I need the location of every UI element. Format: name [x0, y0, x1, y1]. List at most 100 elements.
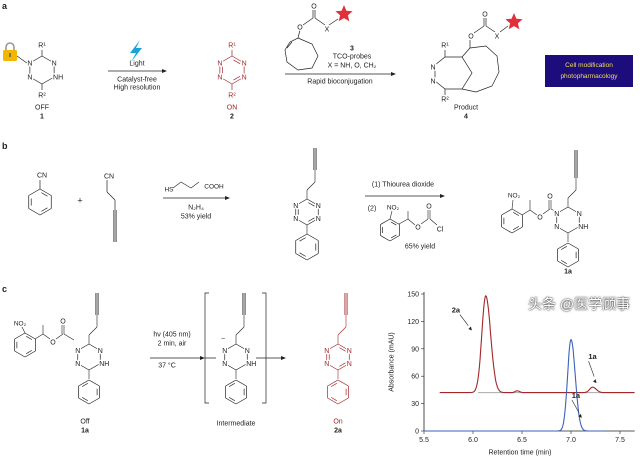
atom-label: N	[293, 216, 298, 223]
tetrazine-bond	[224, 343, 237, 351]
atom-label: O	[297, 24, 303, 31]
nitrophenyl-bond	[511, 226, 523, 234]
chart-series-0-line	[439, 295, 635, 394]
double-bond	[330, 383, 337, 387]
tetrazine-1-bond	[41, 55, 55, 64]
nitrophenyl-bond	[389, 235, 400, 242]
chart-x-tick-label: 5.5	[419, 437, 429, 444]
chart-series-1-line	[424, 338, 606, 432]
double-bond	[228, 397, 235, 401]
atom-label: −	[221, 335, 225, 342]
atom-label: N	[324, 348, 329, 355]
atom-label: O	[426, 203, 432, 210]
bond	[42, 333, 51, 340]
watermark: 头条 @医学顾事	[528, 296, 631, 312]
nitrophenyl-bond	[511, 208, 523, 216]
annotation-arrowhead	[593, 379, 597, 384]
chart-x-tick-label: 6.0	[468, 437, 478, 444]
chart-ylabel: Absorbance (mAU)	[388, 332, 396, 392]
atom-label: NH	[578, 224, 588, 231]
condition-temp: 37 °C	[158, 362, 176, 370]
tetrazine-bond	[326, 343, 339, 351]
tetrazine-bond	[235, 363, 248, 371]
atom-label: N	[242, 60, 247, 67]
panel-label-b: b	[2, 141, 8, 151]
benzene-bond	[28, 188, 41, 196]
atom-label: N	[554, 224, 559, 231]
double-bond	[233, 75, 241, 81]
atom-label: NO₂	[387, 204, 400, 211]
arrow-bioconjugation-head	[391, 72, 396, 76]
double-bond	[560, 246, 567, 250]
lock-icon-keyhole	[9, 53, 11, 57]
arrow-light-head	[162, 69, 167, 73]
double-bond	[390, 221, 397, 226]
application-box: Cell modification photopharmacology	[545, 55, 633, 87]
atom-label: COOH	[204, 183, 224, 190]
plus-sign: +	[77, 195, 83, 206]
reagent3-number: 3	[350, 45, 354, 53]
product-label: Product	[453, 104, 479, 112]
tetrazine-bond	[556, 226, 569, 234]
compound1-state: OFF	[35, 104, 49, 112]
atom-label: CN	[37, 172, 47, 179]
bond	[420, 218, 429, 225]
product-number: 4	[464, 113, 468, 121]
phenyl-bond	[306, 233, 319, 241]
bond	[389, 210, 393, 220]
arrow-step1-head	[225, 196, 230, 200]
chart-y-tick-label: 150	[407, 292, 419, 299]
annotation-label: 1a	[588, 352, 597, 361]
bond	[521, 209, 531, 216]
phenyl-bond	[225, 379, 237, 387]
benzene-bond	[39, 188, 52, 196]
atom-label: R²	[38, 92, 46, 99]
application-line2: photopharmacology	[560, 73, 618, 80]
bond	[429, 218, 438, 226]
nitrophenyl-bond	[501, 208, 513, 216]
tetrazine-bond	[326, 363, 339, 371]
bond	[485, 25, 496, 33]
tetrazine-bond	[295, 198, 308, 206]
nitrophenyl-bond	[24, 350, 36, 358]
bond	[55, 333, 64, 340]
atom-label: N	[52, 60, 57, 67]
phenyl-bond	[295, 253, 308, 261]
atom-label: N	[217, 60, 222, 67]
nitrophenyl-bond	[380, 235, 391, 242]
nitrophenyl-bond	[389, 218, 400, 225]
atom-label: N	[245, 348, 250, 355]
atom-label: Cl	[437, 226, 444, 233]
atom-label: O	[468, 33, 474, 40]
atom-label: N	[577, 211, 582, 218]
tetrazine-bond	[337, 363, 350, 371]
condition-time: 2 min, air	[157, 340, 187, 348]
atom-label: N	[217, 74, 222, 81]
double-bond	[26, 350, 33, 354]
atom-label: O	[482, 11, 488, 18]
phenyl-bond	[567, 242, 579, 250]
double-bond	[41, 207, 48, 212]
bond	[88, 326, 98, 336]
tetrazine-bond	[295, 218, 308, 226]
annotation-arrowhead	[578, 413, 582, 418]
atom-label: N	[430, 78, 435, 85]
atom-label: X	[325, 26, 330, 33]
cyclooctane-ring	[461, 45, 500, 93]
double-bond	[560, 260, 567, 264]
double-bond	[339, 362, 346, 367]
tetrazine-bond	[567, 206, 580, 214]
bond	[398, 218, 409, 225]
phenyl-bond	[295, 233, 308, 241]
tetrazine-2-bond	[231, 55, 245, 64]
atom-label: O	[547, 193, 553, 200]
lock-bond	[16, 55, 28, 64]
double-bond	[81, 397, 88, 401]
start-state: Off	[80, 418, 90, 426]
atom-label: N	[430, 64, 435, 71]
chart-y-tick-label: 30	[411, 401, 419, 408]
bond	[106, 191, 116, 201]
nitrophenyl-bond	[380, 218, 391, 225]
tetrazine-bond	[77, 363, 90, 371]
